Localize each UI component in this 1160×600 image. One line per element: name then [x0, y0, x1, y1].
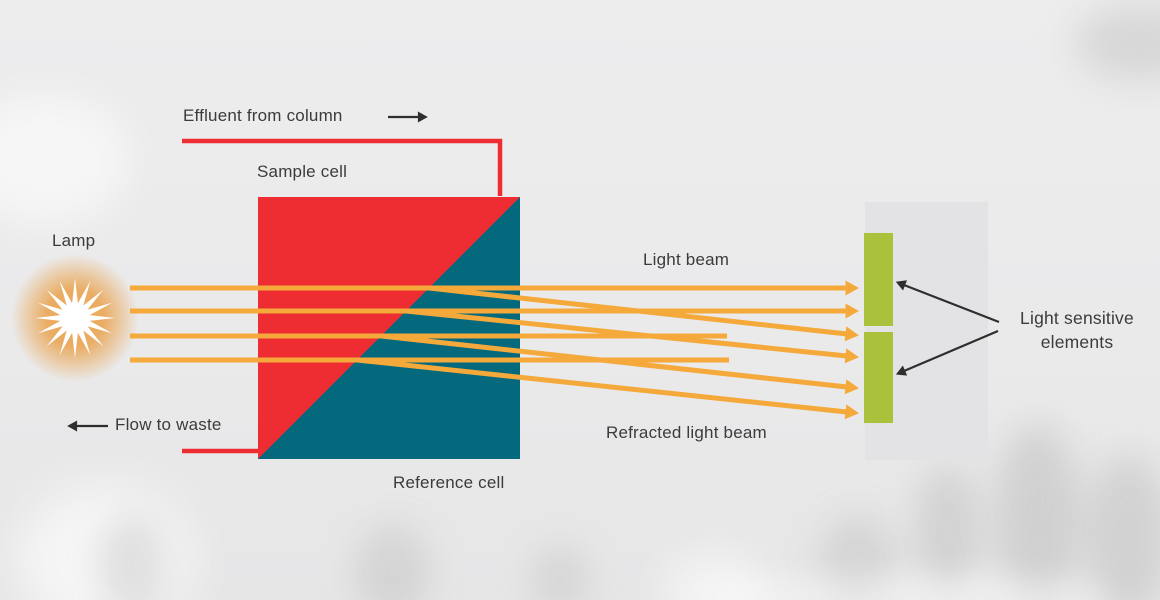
light-rays — [130, 280, 859, 420]
tubing — [182, 138, 503, 454]
pointer-to-upper-element — [895, 280, 1000, 324]
reference-cell-triangle — [258, 197, 520, 459]
refracted-light-beam-label: Refracted light beam — [606, 423, 767, 442]
light-sensitive-element-top — [864, 233, 893, 326]
refracted-beam-3 — [380, 333, 859, 395]
lamp-label: Lamp — [52, 231, 96, 250]
detector — [864, 202, 988, 460]
annotation-arrows — [67, 111, 1000, 432]
reference-cell-label: Reference cell — [393, 473, 505, 492]
sample-cell-label: Sample cell — [257, 162, 348, 181]
lamp-core — [61, 304, 89, 332]
pointer-to-lower-element — [895, 329, 999, 376]
light-beam-label: Light beam — [643, 250, 730, 269]
light-sensitive-element-bottom — [864, 332, 893, 423]
flow-to-waste-label: Flow to waste — [115, 415, 222, 434]
refracted-beam-1 — [428, 285, 859, 342]
lamp — [11, 254, 139, 382]
effluent-from-column-label: Effluent from column — [183, 106, 343, 125]
refracted-beam-2 — [405, 308, 859, 364]
effluent-inlet-pipe — [182, 138, 503, 196]
refracted-beam-4 — [356, 357, 859, 420]
light-sensitive-elements-label: Light sensitive elements — [1020, 308, 1134, 352]
flow-cell — [258, 197, 520, 459]
